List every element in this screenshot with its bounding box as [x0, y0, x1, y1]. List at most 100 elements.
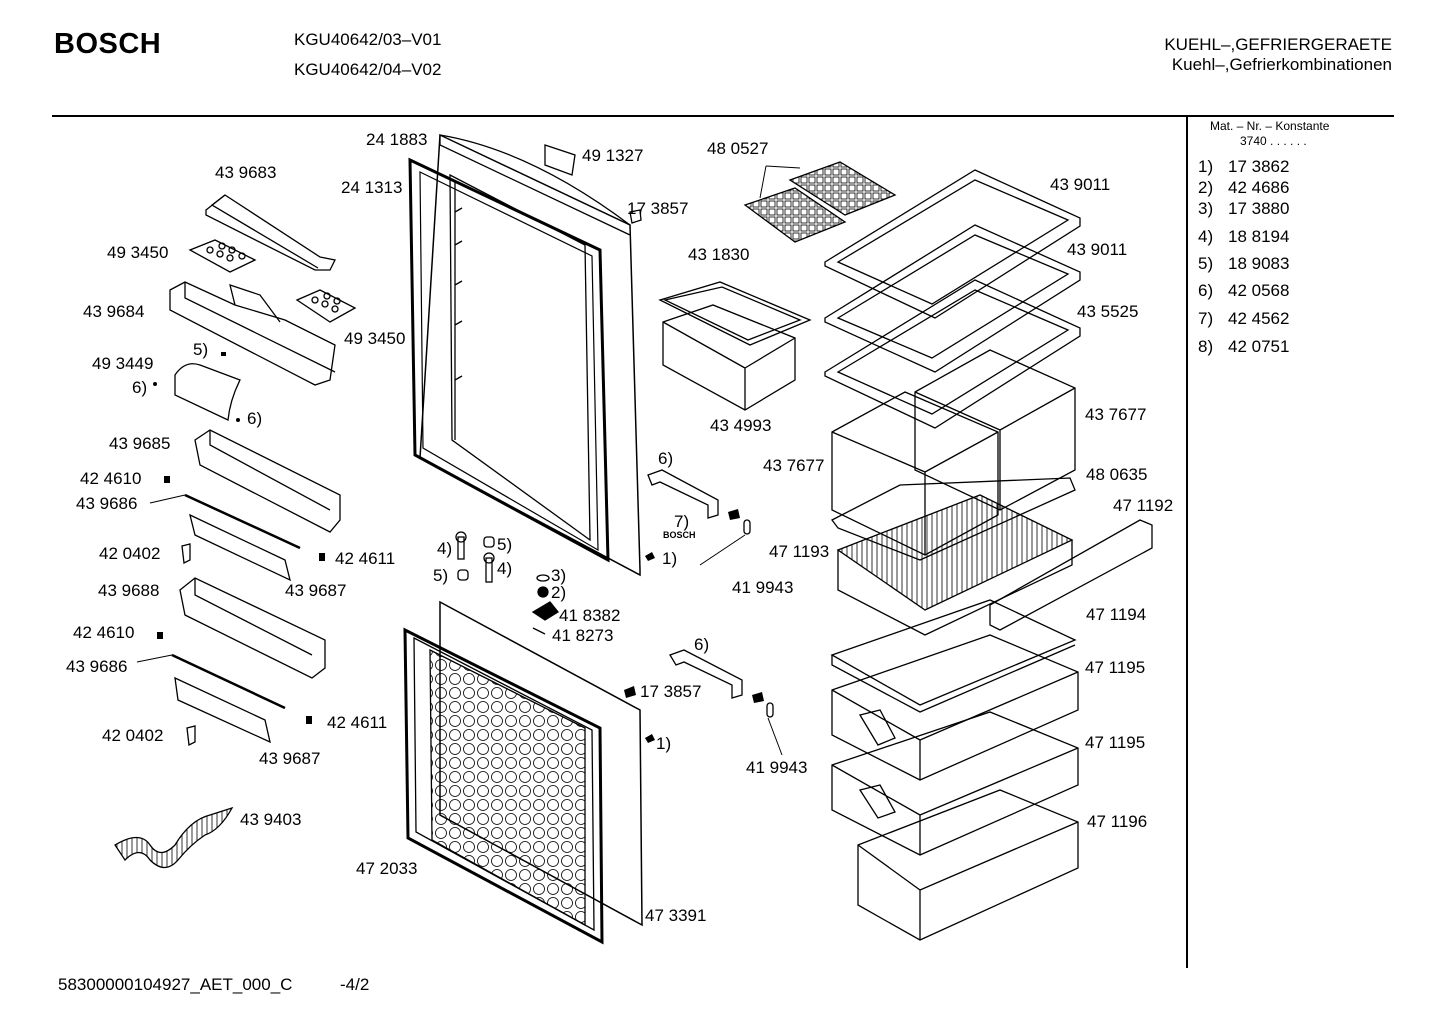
small-drawer [662, 304, 796, 411]
hinge-cover [186, 725, 196, 746]
legend-item: 2) 42 4686 [1198, 178, 1289, 198]
legend-item: 8) 42 0751 [1198, 337, 1289, 357]
drawer-cover [831, 477, 1076, 561]
door-flap [174, 363, 241, 421]
part-label: 47 2033 [356, 859, 418, 878]
bottle-rack [114, 806, 234, 869]
small-drawer-frame [658, 281, 812, 346]
legend-value: 18 8194 [1228, 227, 1290, 246]
part-label: 2) [551, 583, 567, 602]
part-label: 42 4611 [327, 713, 388, 732]
legend-item: 3)17 3880 [1198, 199, 1289, 219]
part-label: 41 8382 [559, 606, 621, 625]
model-number-1: KGU40642/03–V01 [294, 30, 442, 49]
part-label: 42 4611 [335, 549, 396, 568]
legend-key: 5) [1198, 254, 1214, 273]
legend-key: 2) [1198, 178, 1214, 197]
part-label: 4) [497, 559, 513, 578]
document-id: 58300000104927_AET_000_C [58, 975, 293, 994]
part-label: 4) [437, 539, 453, 558]
part-label: 47 1192 [1113, 496, 1174, 515]
part-label: 48 0527 [707, 139, 769, 158]
part-label: 24 1883 [366, 130, 428, 149]
legend-key: 4) [1198, 227, 1214, 246]
part-label: 43 7677 [763, 456, 825, 475]
part-label: 43 9403 [240, 810, 302, 829]
shelf-rod [171, 653, 286, 710]
part-label: 43 9686 [76, 494, 138, 513]
part-label: 5) [433, 566, 449, 585]
door-handle-cap [544, 144, 576, 176]
legend-item: 7) 42 4562 [1198, 309, 1289, 329]
part-label: 41 8273 [552, 626, 614, 645]
door-handle [647, 469, 743, 699]
freezer-door [403, 600, 643, 945]
legend-key: 3) [1198, 199, 1214, 218]
leader-lines [136, 165, 801, 756]
legend-item: 1) 17 3862 [1198, 157, 1289, 177]
freezer-drawer-large [857, 789, 1079, 941]
part-label: 17 3857 [640, 682, 702, 701]
hinge-hardware [455, 531, 559, 635]
fridge-door [408, 133, 641, 577]
hinge-pin [766, 702, 774, 718]
brand-logo: BOSCH [54, 28, 162, 60]
legend-item: 5)18 9083 [1198, 254, 1289, 274]
door-shelf-top [205, 194, 336, 271]
part-label: 49 3450 [344, 329, 406, 348]
legend-value: 42 4562 [1228, 309, 1290, 328]
egg-tray [188, 239, 257, 273]
part-label: 43 9011 [1050, 175, 1111, 194]
part-label: 5) [497, 535, 513, 554]
crisper-box [914, 349, 1076, 511]
part-label: 43 9011 [1067, 240, 1128, 259]
shelf-rod [184, 493, 301, 550]
part-label: 47 1195 [1085, 658, 1146, 677]
screws [624, 509, 764, 743]
part-label: 48 0635 [1086, 465, 1148, 484]
freezer-drawer [831, 711, 1079, 856]
shelf-trim [174, 676, 271, 744]
glass-shelf [824, 279, 1081, 429]
shelf-trim [189, 513, 291, 582]
side-rail [989, 519, 1153, 631]
part-label: 1) [656, 734, 672, 753]
freezer-tray [830, 599, 1077, 713]
part-label: 43 7677 [1085, 405, 1147, 424]
legend-value: 42 0751 [1228, 337, 1290, 356]
part-label: 3) [551, 566, 567, 585]
header-divider [52, 115, 1394, 117]
part-label: 43 9685 [109, 434, 171, 453]
egg-tray [295, 289, 357, 323]
legend-key: 6) [1198, 281, 1214, 300]
legend-key: 7) [1198, 309, 1214, 328]
part-label: 17 3857 [627, 199, 689, 218]
hinge-pin [743, 519, 751, 535]
door-shelf [169, 281, 336, 386]
freezer-drawer [831, 634, 1079, 781]
part-label: 43 9684 [83, 302, 145, 321]
part-label: 6) [247, 409, 263, 428]
small-clips [153, 352, 325, 724]
part-label: 6) [132, 378, 148, 397]
legend-key: 8) [1198, 337, 1214, 356]
legend-constant: 3740 . . . . . . [1240, 134, 1307, 148]
legend-value: 17 3862 [1228, 157, 1290, 176]
legend-value: 42 4686 [1228, 178, 1290, 197]
part-label: 42 4610 [80, 469, 142, 488]
door-shelf [194, 429, 341, 533]
page-number: -4/2 [340, 975, 370, 994]
legend-key: 1) [1198, 157, 1214, 176]
part-label: 5) [193, 340, 209, 359]
part-label: 49 3450 [107, 243, 169, 262]
legend-item: 6)42 0568 [1198, 281, 1289, 301]
hinge-cover [181, 543, 191, 564]
part-label: 43 9687 [285, 581, 347, 600]
part-label: 47 1196 [1087, 812, 1148, 831]
part-label: 47 1193 [769, 542, 830, 561]
part-label: 43 9688 [98, 581, 160, 600]
part-label: 47 1195 [1085, 733, 1146, 752]
legend-title: Mat. – Nr. – Konstante [1210, 119, 1330, 133]
part-label: 6) [658, 449, 674, 468]
